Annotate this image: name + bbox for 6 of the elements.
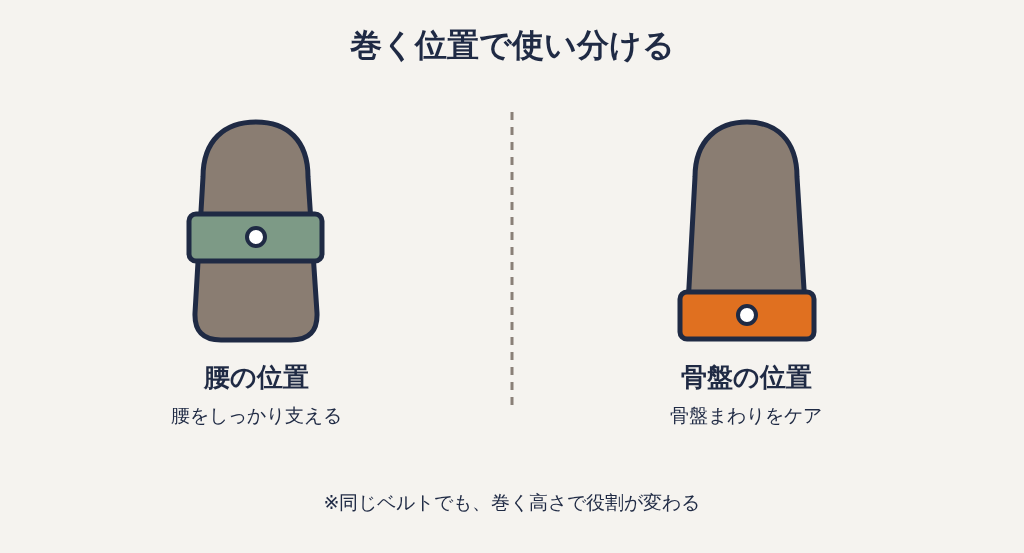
position-heading: 骨盤の位置 bbox=[680, 363, 812, 393]
title: 巻く位置で使い分ける bbox=[349, 26, 675, 64]
position-description: 骨盤まわりをケア bbox=[670, 405, 822, 427]
position-description: 腰をしっかり支える bbox=[170, 405, 342, 427]
footnote: ※同じベルトでも、巻く高さで役割が変わる bbox=[323, 492, 701, 514]
position-heading: 腰の位置 bbox=[203, 363, 309, 393]
